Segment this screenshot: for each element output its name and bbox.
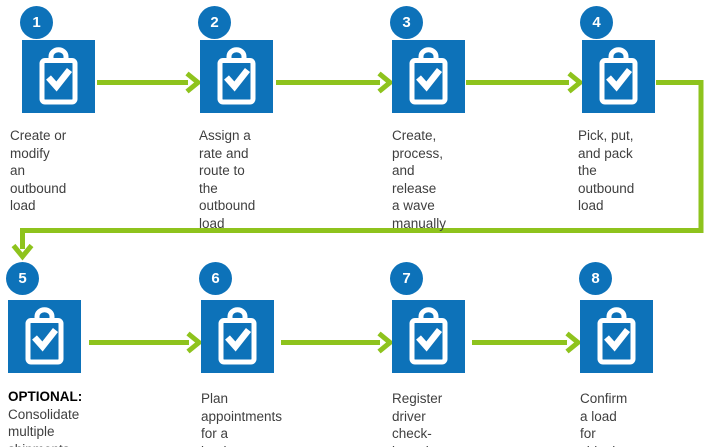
step-caption: OPTIONAL: Consolidate multiple shipments … xyxy=(8,388,82,447)
step-number: 5 xyxy=(18,270,27,287)
arrow-step5-step6 xyxy=(89,331,203,354)
arrow-step4-step5 xyxy=(11,80,704,261)
step-number: 6 xyxy=(211,270,220,287)
step-number: 1 xyxy=(32,14,41,31)
step-caption: Create or modify an outbound load xyxy=(10,128,67,213)
step-number-badge: 6 xyxy=(199,262,232,295)
step-number: 8 xyxy=(591,270,600,287)
step-number-badge: 2 xyxy=(198,6,231,39)
clipboard-check-icon xyxy=(580,300,653,373)
clipboard-check-icon xyxy=(201,300,274,373)
step-caption: Confirm a load for shipping xyxy=(580,391,630,447)
arrow-step3-step4 xyxy=(466,71,584,94)
clipboard-check-icon xyxy=(392,300,465,373)
step-number-badge: 1 xyxy=(20,6,53,39)
step-number: 3 xyxy=(402,14,411,31)
step-caption: Assign a rate and route to the outbound … xyxy=(199,128,256,231)
step-number-badge: 7 xyxy=(390,262,423,295)
step-caption: Register driver check- in and check-out … xyxy=(392,391,443,447)
arrow-step2-step3 xyxy=(276,71,394,94)
step-number-badge: 3 xyxy=(390,6,423,39)
arrow-step1-step2 xyxy=(97,71,202,94)
clipboard-check-icon xyxy=(22,40,95,113)
step-caption-text: Consolidate multiple shipments into a lo… xyxy=(8,406,80,447)
optional-label: OPTIONAL: xyxy=(8,389,83,404)
clipboard-check-icon xyxy=(8,300,81,373)
clipboard-check-icon xyxy=(582,40,655,113)
clipboard-check-icon xyxy=(392,40,465,113)
step-caption: Plan appointments for a load xyxy=(201,391,283,447)
step-number-badge: 5 xyxy=(6,262,39,295)
step-caption: Create, process, and release a wave manu… xyxy=(392,128,447,231)
step-number: 2 xyxy=(210,14,219,31)
arrow-step6-step7 xyxy=(281,331,394,354)
step-number-badge: 4 xyxy=(580,6,613,39)
step-number-badge: 8 xyxy=(579,262,612,295)
step-caption: Pick, put, and pack the outbound load xyxy=(578,128,635,213)
arrow-step7-step8 xyxy=(472,331,582,354)
step-number: 4 xyxy=(592,14,601,31)
step-number: 7 xyxy=(402,270,411,287)
clipboard-check-icon xyxy=(200,40,273,113)
